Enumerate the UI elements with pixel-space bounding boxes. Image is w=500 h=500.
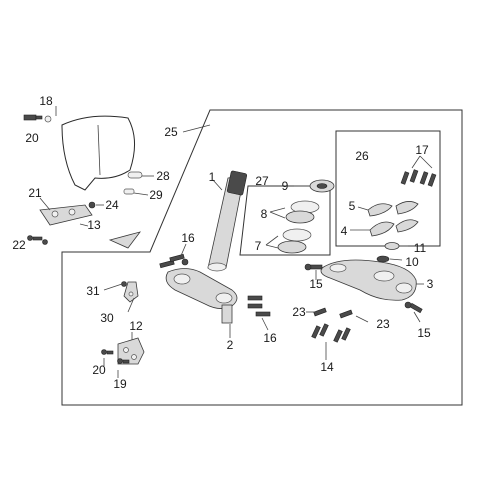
number-plate-cover xyxy=(61,115,135,191)
bracket-12 xyxy=(117,337,145,365)
callout-9: 9 xyxy=(281,179,289,193)
callout-7: 7 xyxy=(254,239,262,253)
bolt-set-16-right xyxy=(247,295,271,317)
callout-25: 25 xyxy=(164,125,178,139)
callout-19: 19 xyxy=(113,377,127,391)
callout-12: 12 xyxy=(129,319,143,333)
bolt-set-16-left xyxy=(159,253,189,269)
callout-29: 29 xyxy=(149,188,163,202)
callout-15-right: 15 xyxy=(417,326,431,340)
bolt-22 xyxy=(27,235,48,245)
bolt-set-19-20 xyxy=(101,349,130,364)
callout-16-right: 16 xyxy=(263,331,277,345)
lower-triple-clamp xyxy=(165,268,238,324)
callout-1: 1 xyxy=(208,170,216,184)
callout-17: 17 xyxy=(415,143,429,157)
callout-10: 10 xyxy=(405,255,419,269)
callout-14: 14 xyxy=(320,360,334,374)
nut-10 xyxy=(376,255,390,263)
callout-4: 4 xyxy=(340,224,348,238)
bolt-set-14 xyxy=(311,323,351,343)
part-28 xyxy=(127,171,143,179)
callout-28: 28 xyxy=(156,169,170,183)
callout-26: 26 xyxy=(355,149,369,163)
callout-18: 18 xyxy=(39,94,53,108)
callout-27: 27 xyxy=(255,174,269,188)
bolt-set-17 xyxy=(400,169,437,187)
bolt-15-left xyxy=(304,263,323,271)
headlight-bracket xyxy=(39,201,142,249)
callout-16-left: 16 xyxy=(181,231,195,245)
bolt-set-23 xyxy=(313,307,353,319)
bolt-20-top xyxy=(23,114,52,123)
callout-20-bottom: 20 xyxy=(92,363,106,377)
callout-15-left: 15 xyxy=(309,277,323,291)
callout-8: 8 xyxy=(260,207,268,221)
upper-triple-clamp xyxy=(320,259,417,301)
callout-31: 31 xyxy=(86,284,100,298)
bearing-set-7 xyxy=(277,228,312,254)
callout-21: 21 xyxy=(28,186,42,200)
part-29 xyxy=(123,188,135,195)
screw-31 xyxy=(121,281,127,287)
washer-11 xyxy=(384,242,400,250)
callout-2: 2 xyxy=(226,338,234,352)
steering-stem-tube xyxy=(207,170,248,272)
leader-lines xyxy=(39,106,433,378)
callout-23-right: 23 xyxy=(376,317,390,331)
callout-23-left: 23 xyxy=(292,305,306,319)
callout-5: 5 xyxy=(348,199,356,213)
callout-13: 13 xyxy=(87,218,101,232)
callout-20-top: 20 xyxy=(25,131,39,145)
callout-3: 3 xyxy=(426,277,434,291)
callout-22: 22 xyxy=(12,238,26,252)
main-assembly-frame xyxy=(61,109,463,406)
handlebar-clamp-5 xyxy=(367,201,419,217)
callout-11: 11 xyxy=(413,241,427,255)
bearing-set-8 xyxy=(285,200,320,224)
handlebar-clamp-4 xyxy=(369,219,419,237)
callout-24: 24 xyxy=(105,198,119,212)
bolt-15-right xyxy=(404,301,423,314)
callout-30: 30 xyxy=(100,311,114,325)
